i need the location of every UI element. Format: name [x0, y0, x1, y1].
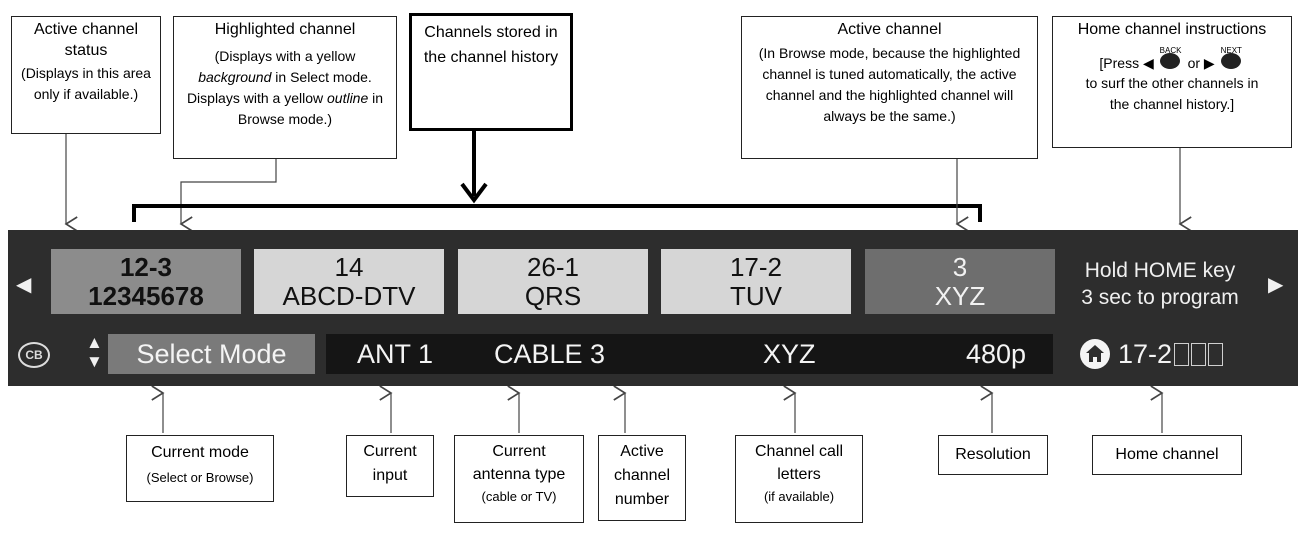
antenna-type: CABLE 3: [494, 339, 606, 369]
body-text: in Select mode. Displays with a yellow: [186, 69, 372, 106]
right-triangle-icon: ▶: [1203, 55, 1215, 71]
resolution: 480p: [966, 339, 1027, 369]
channel-call-letters: QRS: [524, 281, 582, 311]
empty-slot: [1174, 343, 1190, 366]
callout-title: Home channel instructions: [1077, 21, 1267, 38]
home-channel-number: 17-2: [1118, 339, 1173, 369]
body-italic: outline: [327, 90, 369, 106]
empty-slot: [1208, 343, 1224, 366]
channel-number: 26-1: [526, 252, 580, 282]
callout-active-number: Active channel number: [598, 435, 686, 521]
home-channel-display: 17-2: [1118, 334, 1224, 374]
left-triangle-icon: ◀: [1143, 55, 1154, 71]
callout-body: (Displays in this area only if available…: [21, 65, 151, 102]
body-line: (Displays with a yellow: [214, 48, 356, 64]
callout-sub: (Select or Browse): [146, 470, 254, 485]
callout-active-channel: Active channel (In Browse mode, because …: [741, 16, 1038, 159]
body-text: in Browse mode.): [237, 90, 384, 127]
callout-home-channel: Home channel: [1092, 435, 1242, 475]
channel-call-letters: 12345678: [88, 281, 204, 311]
channel-tile[interactable]: 14 ABCD-DTV: [254, 249, 444, 314]
callout-body: (Displays with a yellow background in Se…: [174, 46, 396, 130]
callout-body: to surf the other channels in the channe…: [1085, 75, 1259, 112]
callout-highlighted-channel: Highlighted channel (Displays with a yel…: [173, 16, 397, 159]
callout-title: Active channel number: [613, 443, 671, 508]
prev-channel-arrow-icon[interactable]: ◀: [16, 274, 32, 296]
current-input: ANT 1: [357, 339, 434, 369]
press-text: [Press: [1099, 55, 1140, 71]
current-mode-label[interactable]: Select Mode: [108, 334, 315, 374]
next-channel-arrow-icon[interactable]: ▶: [1268, 274, 1284, 296]
home-hint: Hold HOME key 3 sec to program: [1060, 257, 1260, 311]
channel-number: 12-3: [119, 252, 173, 282]
channel-number: 3: [952, 252, 968, 282]
callout-home-instructions: Home channel instructions [Press ◀ BACK …: [1052, 16, 1292, 148]
home-glyph: [1086, 345, 1104, 362]
callout-sub: (cable or TV): [481, 489, 557, 504]
callout-title: Home channel: [1115, 446, 1219, 463]
body-italic: background: [198, 69, 272, 85]
next-label: NEXT: [1220, 46, 1242, 55]
callout-title: Current antenna type: [472, 443, 566, 483]
callout-body: (In Browse mode, because the highlighted…: [758, 45, 1021, 124]
callout-title: Active channel status: [33, 21, 139, 59]
empty-slot: [1191, 343, 1207, 366]
callout-antenna-type: Current antenna type (cable or TV): [454, 435, 584, 523]
arrow-history-head: [460, 182, 488, 204]
arrow-highlighted: [181, 159, 277, 224]
callout-title: Current mode: [151, 444, 249, 461]
callout-resolution: Resolution: [938, 435, 1048, 475]
callout-current-mode: Current mode (Select or Browse): [126, 435, 274, 502]
channel-tile-active[interactable]: 3 XYZ: [865, 249, 1055, 314]
back-button-icon: BACK: [1158, 46, 1184, 72]
channel-number: 14: [334, 252, 364, 282]
home-hint-line: Hold HOME key: [1084, 259, 1236, 282]
callout-title: Active channel: [837, 21, 942, 38]
home-hint-line: 3 sec to program: [1081, 286, 1239, 309]
callout-channel-history: Channels stored in the channel history: [409, 13, 573, 131]
back-label: BACK: [1159, 46, 1182, 55]
status-strip: [326, 334, 1053, 374]
or-text: or: [1187, 55, 1201, 71]
call-letters: XYZ: [763, 339, 816, 369]
history-bracket: [132, 204, 982, 222]
channel-call-letters: ABCD-DTV: [282, 281, 416, 311]
callout-press-line: [Press ◀ BACK or ▶ NEXT: [1059, 46, 1285, 73]
channel-number: 17-2: [729, 252, 783, 282]
next-button-icon: NEXT: [1219, 46, 1245, 72]
callout-active-channel-status: Active channel status (Displays in this …: [11, 16, 161, 134]
callout-title: Current input: [363, 443, 417, 484]
cb-icon: CB: [18, 338, 57, 368]
callout-title: Highlighted channel: [214, 21, 356, 38]
up-down-arrows-icon[interactable]: ▲▼: [86, 333, 103, 371]
channel-call-letters: TUV: [730, 281, 782, 311]
callout-title: Channels stored in the channel history: [423, 24, 559, 66]
channel-tile-highlighted[interactable]: 12-3 12345678: [51, 249, 241, 314]
callout-title: Channel call letters: [754, 443, 844, 483]
channel-tile[interactable]: 17-2 TUV: [661, 249, 851, 314]
home-icon: [1080, 339, 1110, 369]
channel-call-letters: XYZ: [934, 281, 986, 311]
callout-current-input: Current input: [346, 435, 434, 497]
callout-call-letters: Channel call letters (if available): [735, 435, 863, 523]
callout-sub: (if available): [763, 489, 835, 504]
callout-title: Resolution: [955, 446, 1031, 463]
channel-tile[interactable]: 26-1 QRS: [458, 249, 648, 314]
